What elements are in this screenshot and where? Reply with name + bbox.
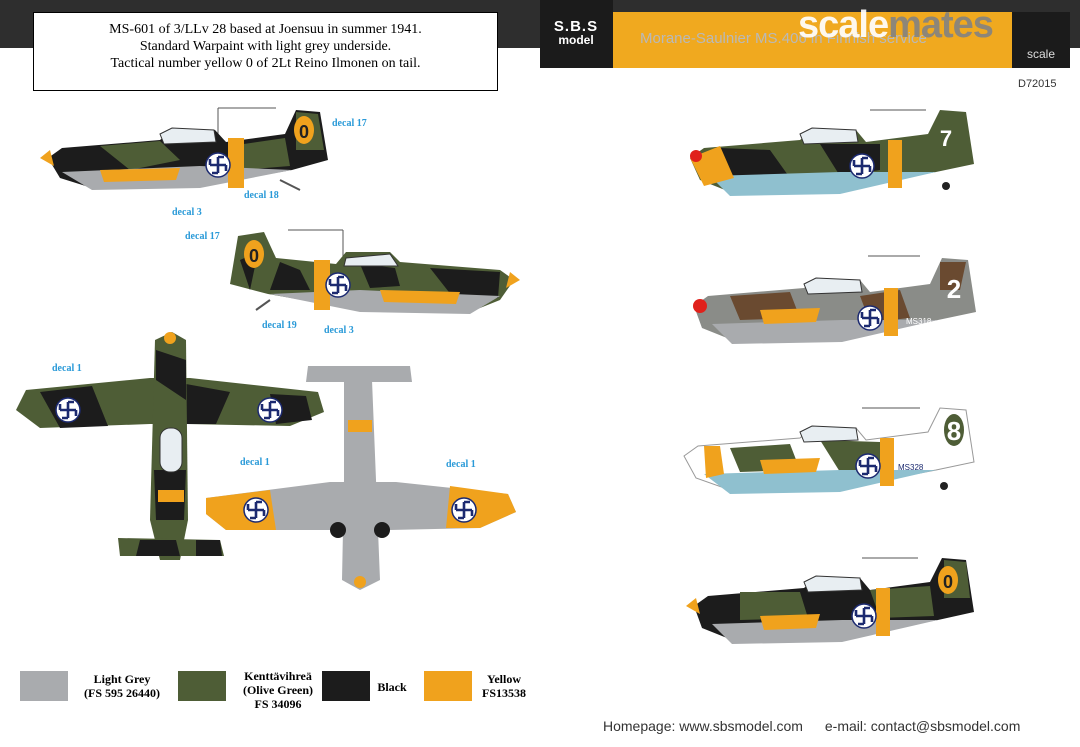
caption-box: MS-601 of 3/LLv 28 based at Joensuu in s…	[33, 12, 498, 91]
color-label-olive-green: Kenttävihreä (Olive Green) FS 34096	[228, 669, 328, 711]
tail-number-b: 0	[249, 246, 259, 266]
email-text: e-mail: contact@sbsmodel.com	[824, 718, 1021, 734]
product-code: D72015	[1018, 78, 1057, 90]
tail-number-f: 0	[943, 572, 953, 592]
product-title: Morane-Saulnier MS.406 in Finnish servic…	[640, 30, 927, 47]
profile-right-1: 7	[690, 109, 974, 196]
tail-number-d: 2	[947, 274, 961, 304]
profile-side-left-a: 0	[40, 107, 328, 191]
scale-label: scale	[1026, 47, 1055, 61]
profile-right-2: MS318 2	[693, 255, 976, 344]
swatch-yellow	[424, 671, 472, 701]
tail-number-e: 8	[947, 416, 961, 446]
planform-top-view	[16, 332, 324, 560]
swatch-black	[322, 671, 370, 701]
color-label-black: Black	[372, 680, 412, 694]
swatch-olive-green	[178, 671, 226, 701]
profile-right-3: MS328 8	[683, 407, 975, 494]
decal-label: decal 1	[446, 459, 476, 470]
decal-label: decal 1	[52, 363, 82, 374]
profile-right-4: 0	[686, 557, 974, 644]
color-line: (Olive Green)	[242, 683, 314, 697]
caption-line-1: MS-601 of 3/LLv 28 based at Joensuu in s…	[109, 22, 422, 37]
planform-bottom-view	[206, 366, 516, 590]
homepage-text: Homepage: www.sbsmodel.com	[603, 718, 803, 734]
color-line: FS13538	[481, 686, 526, 700]
decal-label: decal 1	[240, 457, 270, 468]
scalemates-watermark: scalemates	[798, 3, 994, 47]
decal-label: decal 3	[172, 207, 202, 218]
decal-label: decal 17	[332, 118, 367, 129]
color-line: FS 34096	[254, 697, 302, 711]
color-line: Light Grey	[93, 672, 151, 686]
decal-label: decal 17	[185, 231, 220, 242]
decal-label: decal 18	[244, 190, 279, 201]
decal-label: decal 3	[324, 325, 354, 336]
caption-line-2: Standard Warpaint with light grey unders…	[139, 39, 392, 54]
profile-side-right-b: 0	[230, 229, 520, 314]
title-band	[613, 12, 1070, 68]
color-line: (FS 595 26440)	[84, 686, 160, 700]
sbs-model-logo: S.B.S model	[547, 18, 605, 58]
brand-line-2: model	[558, 33, 594, 47]
watermark-part-2: mates	[888, 4, 994, 46]
color-line: Yellow	[487, 672, 521, 686]
tail-number-a: 0	[299, 122, 309, 142]
serial-d: MS318	[906, 317, 932, 326]
serial-e: MS328	[898, 463, 924, 472]
scale-box	[1012, 12, 1070, 68]
swatch-light-grey	[20, 671, 68, 701]
decal-label: decal 19	[262, 320, 297, 331]
color-line: Black	[377, 680, 407, 694]
brand-box	[540, 0, 613, 68]
watermark-part-1: scale	[798, 4, 889, 46]
color-label-yellow: Yellow FS13538	[474, 672, 534, 700]
color-label-light-grey: Light Grey (FS 595 26440)	[72, 672, 172, 700]
footer-contact: Homepage: www.sbsmodel.com e-mail: conta…	[603, 718, 1038, 734]
color-line: Kenttävihreä	[244, 669, 312, 683]
tail-number-c: 7	[940, 126, 952, 151]
caption-line-3: Tactical number yellow 0 of 2Lt Reino Il…	[110, 56, 421, 71]
brand-line-1: S.B.S	[553, 18, 599, 35]
